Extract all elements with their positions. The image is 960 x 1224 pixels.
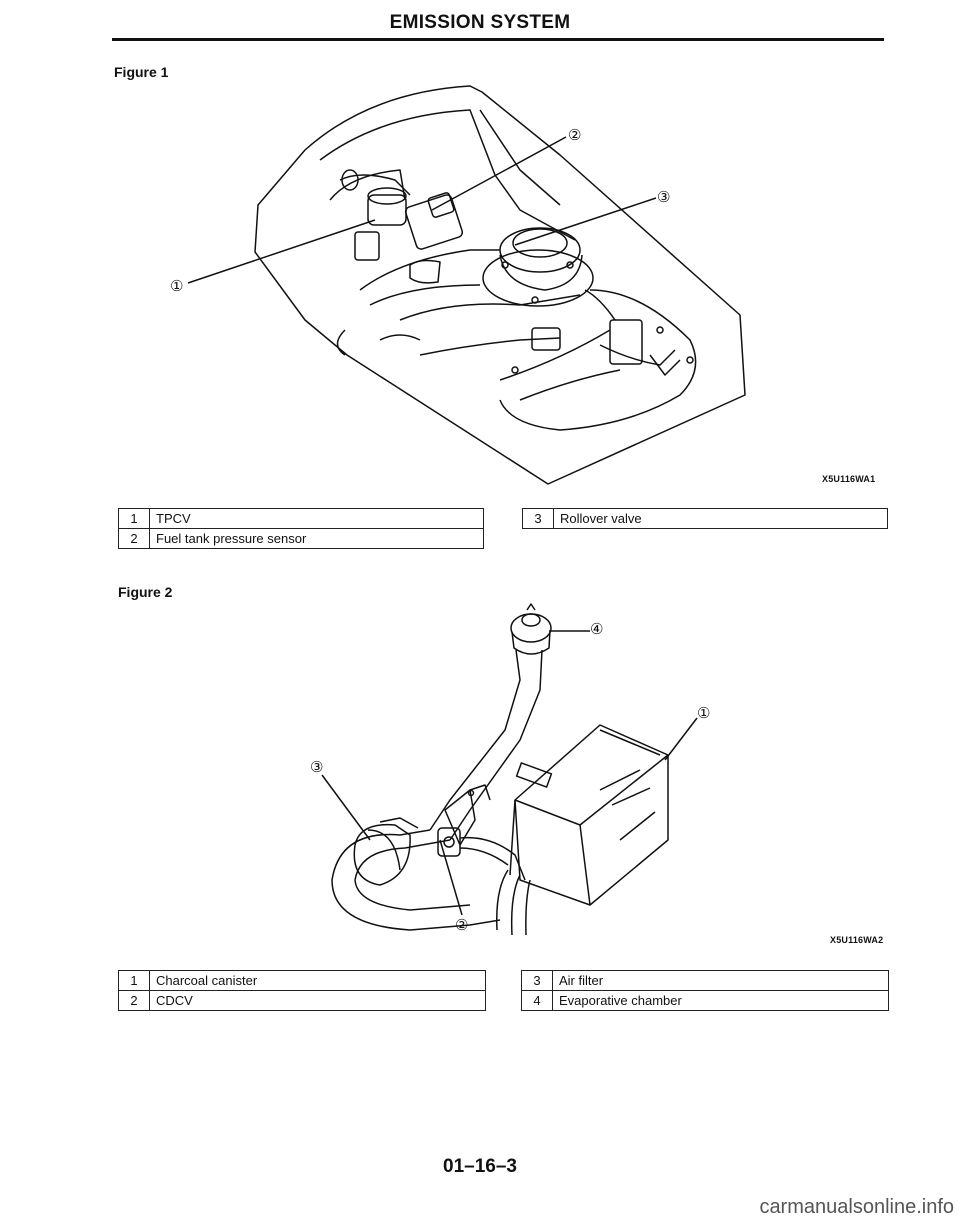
legend-text: Evaporative chamber	[552, 990, 889, 1011]
figure-1-code: X5U116WA1	[822, 474, 876, 484]
figure-1-callout-3: ③	[657, 188, 670, 206]
figure-2-callout-2: ②	[455, 916, 468, 934]
figure-2-label: Figure 2	[118, 584, 173, 600]
page-title: EMISSION SYSTEM	[389, 12, 571, 33]
legend-row: 1 Charcoal canister	[118, 970, 486, 991]
legend-row: 4 Evaporative chamber	[521, 990, 889, 1011]
legend-text: Air filter	[552, 970, 889, 991]
header-rule	[112, 38, 884, 41]
legend-text: Fuel tank pressure sensor	[149, 528, 484, 549]
figure-1-callout-2: ②	[568, 126, 581, 144]
figure-2-legend-right: 3 Air filter 4 Evaporative chamber	[521, 970, 889, 1011]
charcoal-canister-drawing	[515, 725, 668, 905]
legend-number: 3	[522, 508, 554, 529]
legend-row: 2 CDCV	[118, 990, 486, 1011]
legend-number: 1	[118, 970, 150, 991]
legend-row: 1 TPCV	[118, 508, 484, 529]
evaporative-chamber-drawing	[511, 614, 551, 642]
fuel-tank-outline	[255, 86, 745, 484]
legend-text: Charcoal canister	[149, 970, 486, 991]
pressure-sensor-drawing	[404, 194, 463, 251]
cdcv-drawing	[438, 828, 460, 856]
legend-number: 1	[118, 508, 150, 529]
air-filter-drawing	[354, 825, 410, 885]
figure-1-callout-1: ①	[170, 277, 183, 295]
legend-number: 4	[521, 990, 553, 1011]
legend-text: Rollover valve	[553, 508, 888, 529]
figure-2-legend-left: 1 Charcoal canister 2 CDCV	[118, 970, 486, 1011]
figure-2-callout-4: ④	[590, 620, 603, 638]
legend-text: TPCV	[149, 508, 484, 529]
page-number: 01–16–3	[443, 1156, 517, 1177]
legend-number: 2	[118, 990, 150, 1011]
legend-number: 2	[118, 528, 150, 549]
figure-2-callout-3: ③	[310, 758, 323, 776]
figure-2-callout-1: ①	[697, 704, 710, 722]
watermark: carmanualsonline.info	[759, 1196, 954, 1218]
legend-number: 3	[521, 970, 553, 991]
legend-row: 3 Air filter	[521, 970, 889, 991]
figure-1-legend-right: 3 Rollover valve	[522, 508, 888, 529]
legend-text: CDCV	[149, 990, 486, 1011]
figure-2-code: X5U116WA2	[830, 935, 884, 945]
legend-row: 3 Rollover valve	[522, 508, 888, 529]
figure-1-legend-left: 1 TPCV 2 Fuel tank pressure sensor	[118, 508, 484, 549]
figure-2-illustration: ④ ① ③ ②	[310, 600, 710, 950]
figure-1-illustration: ① ② ③	[170, 80, 750, 500]
legend-row: 2 Fuel tank pressure sensor	[118, 528, 484, 549]
figure-1-label: Figure 1	[114, 64, 169, 80]
